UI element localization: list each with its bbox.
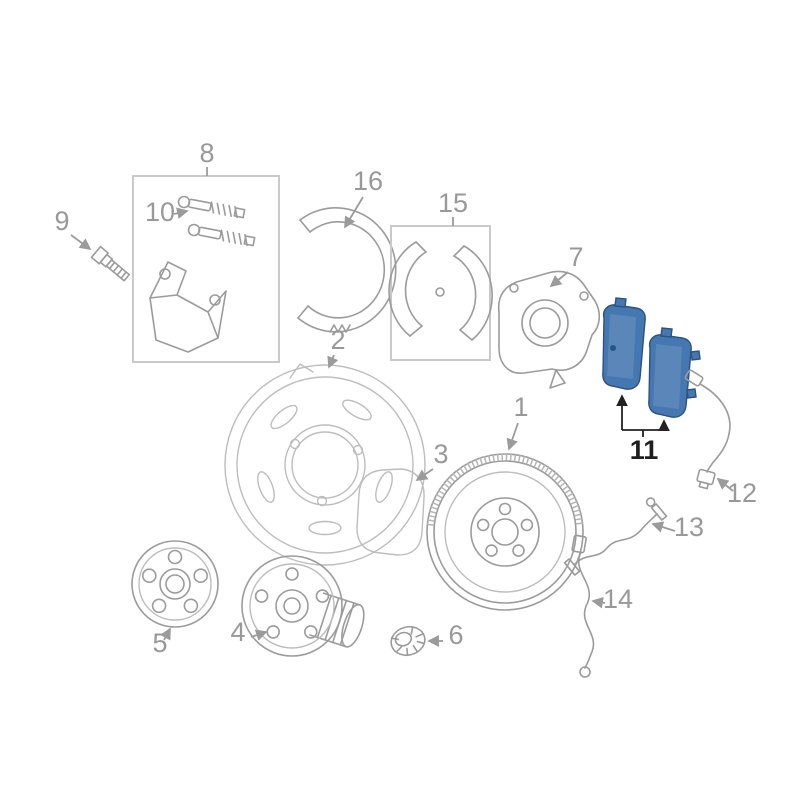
part-6-lock-nut	[390, 625, 443, 657]
leader-3	[415, 468, 434, 481]
part-15-brake-shoes	[388, 241, 493, 341]
part-7-caliper	[497, 270, 601, 389]
leader-12	[716, 477, 734, 492]
leader-16	[344, 196, 364, 229]
leader-1	[506, 422, 519, 451]
part-10-guide-pins	[173, 195, 256, 247]
part-1-brake-disc	[426, 422, 584, 611]
callout-12-label[interactable]: 12	[727, 478, 757, 508]
carrier-bracket	[149, 261, 227, 353]
callout-2-label[interactable]: 2	[330, 325, 345, 355]
part-11-brake-pad-left[interactable]	[602, 297, 646, 390]
guide-pin-2	[187, 223, 256, 247]
callout-4-label[interactable]: 4	[230, 617, 245, 647]
part-2-splash-shield	[224, 354, 426, 566]
leader-10	[173, 207, 189, 219]
leader-7	[549, 271, 569, 288]
part-12-wear-sensor	[684, 369, 734, 492]
part-15-shoe-kit-box	[388, 217, 493, 361]
callout-11-bracket	[616, 394, 670, 437]
part-5-wheel-bearing	[131, 540, 219, 641]
callout-3-label[interactable]: 3	[433, 439, 448, 469]
callout-15-label[interactable]: 15	[438, 188, 468, 218]
part-11-brake-pad-right[interactable]	[648, 327, 701, 418]
callout-11-label[interactable]: 11	[630, 435, 659, 465]
callout-7-label[interactable]: 7	[568, 242, 583, 272]
callout-6-label[interactable]: 6	[448, 620, 463, 650]
leader-2	[327, 354, 339, 369]
part-3-gasket	[356, 468, 434, 556]
callout-5-label[interactable]: 5	[152, 628, 167, 658]
part-11-brake-pads[interactable]	[602, 297, 701, 437]
callout-10-label[interactable]: 10	[145, 197, 175, 227]
callout-16-label[interactable]: 16	[353, 166, 383, 196]
callout-1-label[interactable]: 1	[513, 392, 528, 422]
callout-14-label[interactable]: 14	[603, 584, 633, 614]
part-13-brake-hose	[563, 497, 676, 576]
part-14-sensor-cable	[571, 534, 606, 678]
callout-8-label[interactable]: 8	[199, 138, 214, 168]
leader-14	[591, 596, 606, 609]
part-8-carrier-kit-box	[132, 167, 280, 363]
leader-4	[250, 629, 268, 641]
guide-pin-1	[177, 195, 246, 219]
callout-13-label[interactable]: 13	[674, 512, 704, 542]
part-9-bolt	[70, 234, 131, 282]
leader-5	[160, 627, 171, 641]
part-4-wheel-hub	[241, 555, 365, 657]
leader-13	[651, 521, 676, 533]
callout-9-label[interactable]: 9	[54, 206, 69, 236]
leader-9	[70, 234, 92, 251]
part-16-parking-shoe	[297, 196, 397, 333]
